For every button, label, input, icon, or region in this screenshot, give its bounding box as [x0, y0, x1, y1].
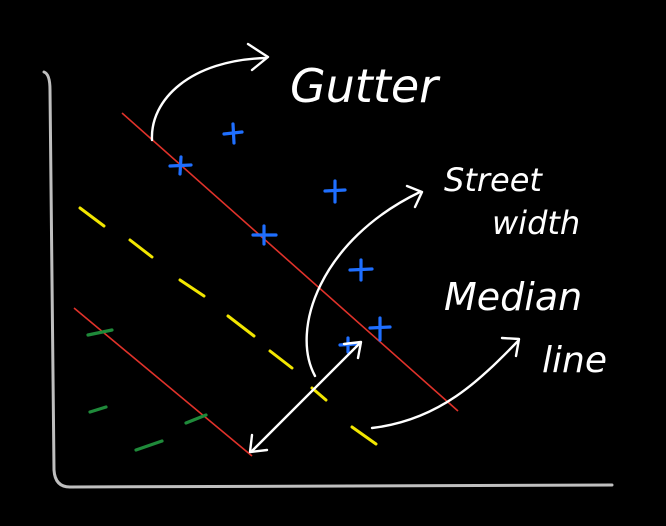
negative-markers — [86, 328, 208, 452]
width-label: width — [492, 204, 580, 242]
negative-marker — [184, 413, 208, 425]
negative-marker — [88, 405, 108, 414]
street-width-arrow — [248, 184, 424, 454]
positive-marker — [368, 316, 392, 342]
upper-gutter-line — [121, 112, 459, 412]
gutter-label: Gutter — [290, 59, 441, 113]
positive-marker — [348, 258, 374, 282]
x-axis — [68, 483, 614, 489]
positive-marker — [168, 155, 193, 176]
negative-marker — [86, 328, 114, 337]
positive-marker — [323, 179, 347, 204]
median-arrow — [370, 336, 521, 430]
positive-marker — [222, 122, 244, 145]
positive-markers — [168, 122, 392, 354]
street-label: Street — [444, 161, 543, 199]
y-axis — [42, 70, 72, 489]
positive-marker — [251, 224, 278, 246]
negative-marker — [134, 439, 164, 452]
median-line — [78, 206, 378, 446]
lower-gutter-line — [73, 307, 253, 457]
line-label: line — [542, 340, 607, 381]
gutter-arrow — [150, 42, 270, 142]
median-label: Median — [444, 275, 582, 319]
